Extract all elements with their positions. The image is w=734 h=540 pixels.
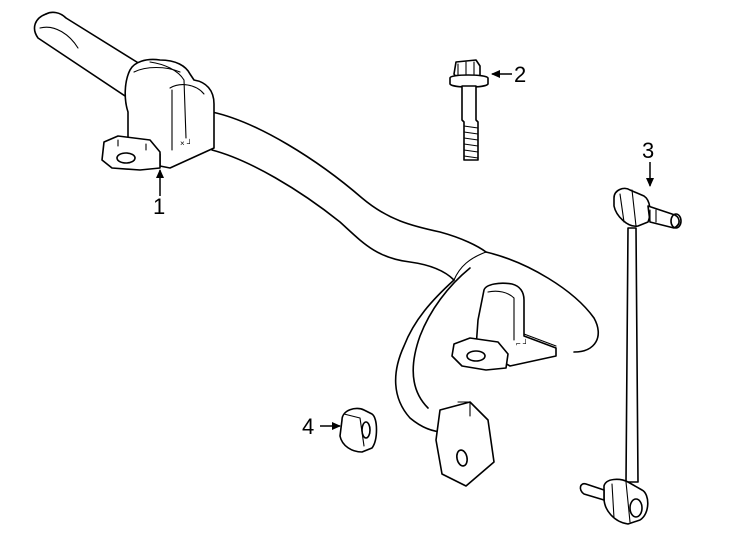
nut bbox=[339, 407, 378, 453]
bushing-right: ⌐ ┘ bbox=[451, 282, 557, 371]
bolt bbox=[449, 59, 489, 161]
callout-4: 4 bbox=[302, 414, 341, 439]
callout-1-label: 1 bbox=[153, 194, 165, 219]
callout-4-label: 4 bbox=[302, 414, 314, 439]
bushing-left: × ┘ bbox=[101, 58, 215, 171]
svg-text:⌐ ┘: ⌐ ┘ bbox=[516, 338, 529, 348]
stabilizer-bar bbox=[33, 11, 599, 487]
svg-text:× ┘: × ┘ bbox=[180, 138, 193, 148]
callout-3-label: 3 bbox=[642, 138, 654, 163]
stabilizer-link bbox=[579, 187, 682, 525]
callout-3: 3 bbox=[642, 138, 654, 187]
callout-1: 1 bbox=[153, 169, 165, 219]
callout-2-label: 2 bbox=[514, 62, 526, 87]
callout-2: 2 bbox=[491, 62, 526, 87]
